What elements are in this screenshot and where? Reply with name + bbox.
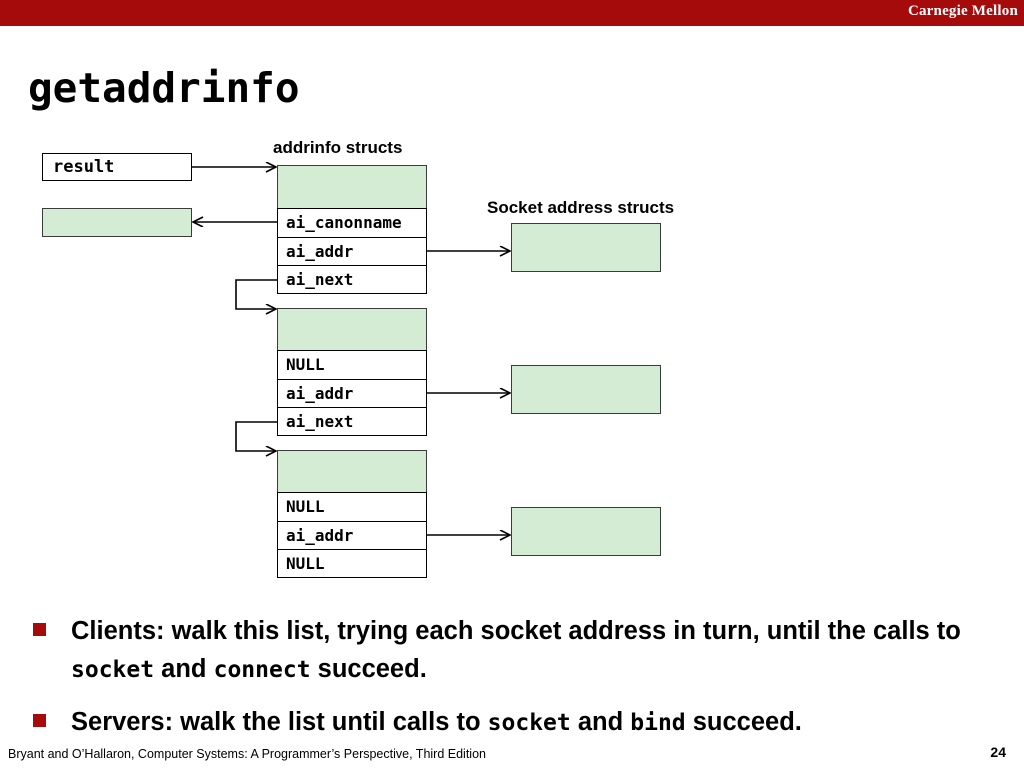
page-title: getaddrinfo	[28, 64, 300, 112]
code-token: socket	[487, 710, 571, 736]
arrow-struct1-next-to-struct2	[235, 279, 277, 309]
text-run: succeed.	[685, 708, 802, 736]
addrinfo-struct-2-ai_next[interactable]: ai_next	[277, 407, 427, 436]
addrinfo-struct-3-ai_canonname[interactable]: NULL	[277, 492, 427, 522]
label-addrinfo-structs: addrinfo structs	[273, 138, 403, 157]
list-item: Clients: walk this list, trying each soc…	[0, 612, 1024, 689]
text-run: succeed.	[310, 655, 427, 683]
text-run: and	[570, 708, 631, 736]
text-run: Clients: walk this list, trying each soc…	[71, 617, 961, 645]
bullet-text-servers: Servers: walk the list until calls to so…	[71, 703, 971, 742]
bullet-list: Clients: walk this list, trying each soc…	[0, 612, 1024, 756]
result-variable-box[interactable]: result	[42, 153, 192, 181]
canonname-string-box[interactable]	[42, 208, 192, 237]
code-token: socket	[71, 657, 155, 683]
addrinfo-struct-3-ai_next[interactable]: NULL	[277, 549, 427, 578]
code-token: connect	[213, 657, 311, 683]
footer-citation: Bryant and O’Hallaron, Computer Systems:…	[8, 747, 486, 761]
bullet-square-icon	[33, 714, 46, 727]
text-run: and	[154, 655, 214, 683]
addrinfo-struct-1-ai_addr[interactable]: ai_addr	[277, 237, 427, 266]
arrow-struct2-next-to-struct3	[235, 421, 277, 451]
text-run: Servers: walk the list until calls to	[71, 708, 488, 736]
header-bar	[0, 0, 1024, 26]
addrinfo-struct-1-ai_canonname[interactable]: ai_canonname	[277, 208, 427, 238]
footer-page-number: 24	[990, 744, 1006, 760]
bullet-square-icon	[33, 623, 46, 636]
addrinfo-struct-2-header[interactable]	[277, 308, 427, 351]
brand-label: Carnegie Mellon	[907, 3, 1018, 19]
sockaddr-struct-3[interactable]	[511, 507, 661, 556]
label-socket-address-structs: Socket address structs	[487, 198, 675, 217]
list-item: Servers: walk the list until calls to so…	[0, 703, 1024, 742]
addrinfo-struct-3-header[interactable]	[277, 450, 427, 493]
code-token: bind	[630, 710, 686, 736]
addrinfo-struct-2-ai_canonname[interactable]: NULL	[277, 350, 427, 380]
addrinfo-struct-3-ai_addr[interactable]: ai_addr	[277, 521, 427, 550]
sockaddr-struct-2[interactable]	[511, 365, 661, 414]
addrinfo-struct-1-ai_next[interactable]: ai_next	[277, 265, 427, 294]
bullet-text-clients: Clients: walk this list, trying each soc…	[71, 612, 971, 689]
addrinfo-struct-1-header[interactable]	[277, 165, 427, 209]
sockaddr-struct-1[interactable]	[511, 223, 661, 272]
addrinfo-struct-2-ai_addr[interactable]: ai_addr	[277, 379, 427, 408]
